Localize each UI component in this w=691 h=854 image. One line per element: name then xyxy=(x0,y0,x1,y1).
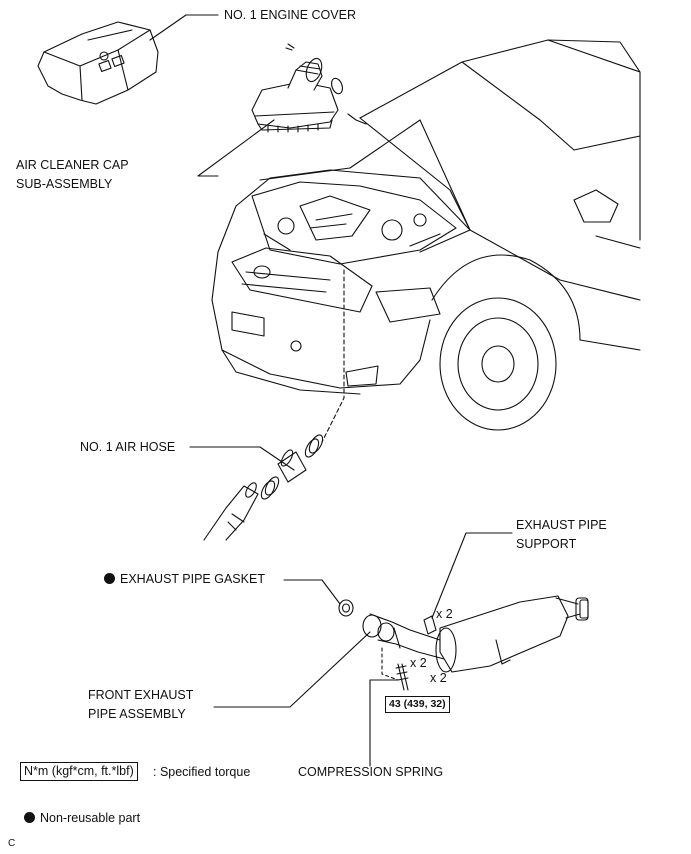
label-front-exhaust-pipe: FRONT EXHAUST PIPE ASSEMBLY xyxy=(88,686,193,724)
label-exhaust-pipe-gasket: EXHAUST PIPE GASKET xyxy=(104,572,265,587)
qty-gasket: x 2 xyxy=(410,656,427,670)
air-cleaner-cap-drawing xyxy=(251,43,367,133)
legend-non-reusable: Non-reusable part xyxy=(24,811,140,826)
legend-torque-desc: : Specified torque xyxy=(153,765,251,779)
legend-non-reusable-text: Non-reusable part xyxy=(40,811,141,825)
label-exhaust-pipe-support: EXHAUST PIPE SUPPORT xyxy=(516,516,607,554)
qty-spring: x 2 xyxy=(430,671,447,685)
vehicle-drawing xyxy=(211,39,641,431)
label-exhaust-support-line2: SUPPORT xyxy=(516,537,577,551)
label-air-hose: NO. 1 AIR HOSE xyxy=(80,440,176,454)
label-front-exhaust-line1: FRONT EXHAUST xyxy=(88,688,194,702)
engine-cover-drawing xyxy=(37,21,159,105)
label-exhaust-support-line1: EXHAUST PIPE xyxy=(516,518,607,532)
label-engine-cover: NO. 1 ENGINE COVER xyxy=(224,8,356,22)
label-air-cleaner-line2: SUB-ASSEMBLY xyxy=(16,177,113,191)
label-air-cleaner-line1: AIR CLEANER CAP xyxy=(16,158,129,172)
torque-spec-box: 43 (439, 32) xyxy=(385,696,450,713)
label-compression-spring: COMPRESSION SPRING xyxy=(298,765,444,779)
air-hose-drawing xyxy=(203,434,324,541)
non-reusable-marker-icon xyxy=(104,573,115,584)
label-front-exhaust-line2: PIPE ASSEMBLY xyxy=(88,707,186,721)
label-air-cleaner-cap: AIR CLEANER CAP SUB-ASSEMBLY xyxy=(16,156,129,194)
exhaust-drawing xyxy=(338,595,589,691)
legend-torque-box: N*m (kgf*cm, ft.*lbf) xyxy=(20,762,138,781)
filled-circle-icon xyxy=(24,812,35,823)
label-exhaust-gasket-text: EXHAUST PIPE GASKET xyxy=(120,572,265,586)
qty-support: x 2 xyxy=(436,607,453,621)
figure-code: C xyxy=(8,838,16,849)
